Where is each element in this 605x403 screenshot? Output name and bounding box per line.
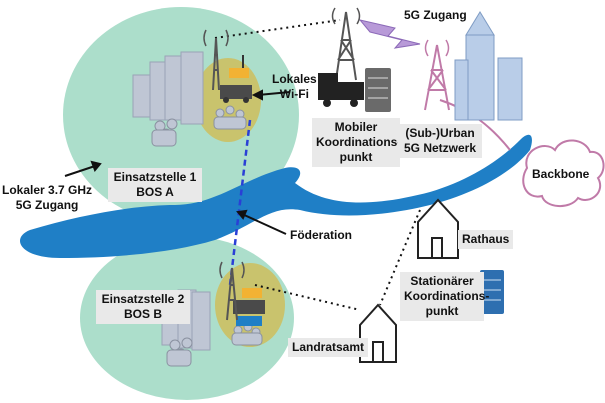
people-group-b [166, 322, 263, 367]
people-group-a [151, 105, 247, 147]
label-backbone: Backbone [532, 167, 590, 181]
wifi-vehicle-b [233, 288, 265, 326]
label-stationaerer-koordinationspunkt: Stationärer Koordinations- punkt [400, 272, 490, 321]
arrows [64, 89, 291, 235]
label-stationaerer-line-3: punkt [425, 304, 459, 318]
label-sub-urban-line-2: 5G Netzwerk [403, 141, 477, 155]
local-access-arrow [64, 165, 96, 177]
cell-tower-a [203, 29, 229, 91]
5g-access-lightning-icon [358, 19, 421, 49]
label-einsatzstelle-2-line-2: BOS B [123, 307, 162, 321]
mobile-server-icon [365, 68, 391, 112]
backbone-cloud [522, 139, 605, 207]
label-mobiler-line-2: Koordinations- [316, 135, 402, 149]
label-mobiler-line-3: punkt [339, 150, 373, 164]
label-lokales-wifi-line-1: Lokales [272, 72, 317, 86]
mobile-cell-tower [331, 7, 361, 81]
label-stationaerer-line-2: Koordinations- [404, 289, 490, 303]
label-einsatzstelle-1-line-2: BOS A [136, 185, 174, 199]
office-buildings-a [132, 51, 204, 125]
federation-arrow [241, 213, 287, 235]
label-foederation: Föderation [290, 228, 352, 242]
river [20, 134, 532, 258]
link-rathaus-landratsamt [379, 209, 421, 306]
stationary-server-icon [480, 270, 504, 314]
wifi-arrow [257, 91, 291, 96]
federation-arrow-head [236, 209, 248, 220]
wifi-vehicle-a [220, 55, 252, 103]
label-mobiler-line-1: Mobiler [334, 120, 378, 134]
label-einsatzstelle-1-line-1: Einsatzstelle 1 [113, 170, 197, 184]
label-sub-urban-5g: (Sub-)Urban 5G Netzwerk [398, 124, 482, 158]
label-stationaerer-line-1: Stationärer [410, 274, 474, 288]
label-lokaler-line-1: Lokaler 3.7 GHz [2, 183, 93, 197]
label-einsatzstelle-2-line-1: Einsatzstelle 2 [101, 292, 185, 306]
label-mobiler-koordinationspunkt: Mobiler Koordinations- punkt [312, 118, 402, 167]
cell-tower-b [219, 261, 245, 321]
urban-cell-tower [424, 39, 450, 111]
label-landratsamt: Landratsamt [288, 338, 369, 357]
label-rathaus: Rathaus [458, 230, 514, 249]
fire-truck-icon [318, 73, 364, 107]
federation-link [228, 119, 252, 286]
label-sub-urban-line-1: (Sub-)Urban [405, 126, 475, 140]
wifi-arrow-head [251, 89, 263, 101]
rathaus-house-icon [417, 198, 459, 259]
label-lokaler-line-2: 5G Zugang [15, 198, 79, 212]
local-access-arrow-head [90, 160, 102, 172]
label-einsatzstelle-1: Einsatzstelle 1 BOS A [108, 168, 202, 202]
label-lokales-wifi-line-2: Wi-Fi [279, 87, 309, 101]
label-5g-zugang: 5G Zugang [404, 8, 467, 22]
label-einsatzstelle-2: Einsatzstelle 2 BOS B [96, 290, 190, 324]
urban-skyline-icon [454, 11, 523, 121]
label-lokales-wifi: Lokales Wi-Fi [272, 72, 317, 102]
label-lokaler-zugang: Lokaler 3.7 GHz 5G Zugang [2, 183, 92, 213]
